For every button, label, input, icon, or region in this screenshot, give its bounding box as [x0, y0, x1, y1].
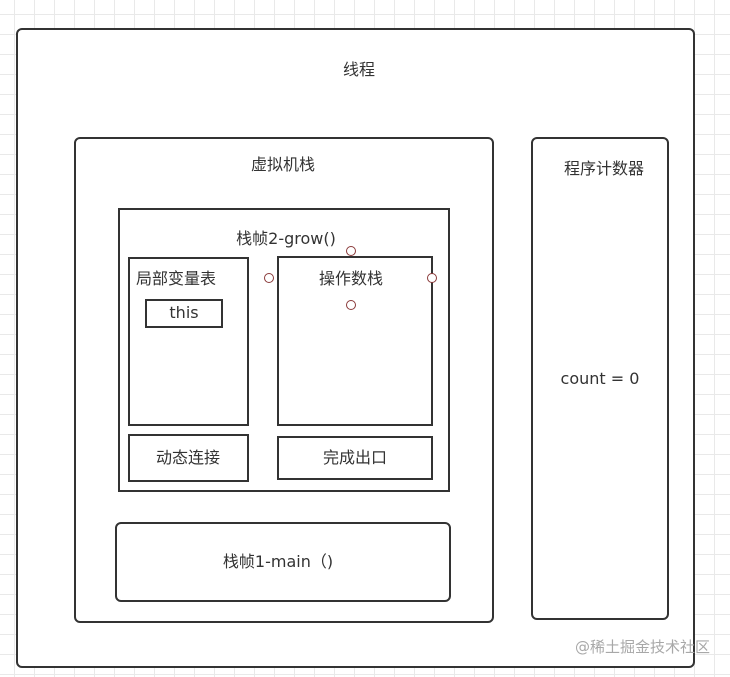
stack-frame-1-label: 栈帧1-main（) [222, 552, 334, 571]
program-counter-title: 程序计数器 [563, 159, 645, 178]
selection-handle-right[interactable] [427, 273, 437, 283]
stack-frame-1-box [115, 522, 451, 602]
selection-handle-center[interactable] [346, 300, 356, 310]
this-variable-box [145, 299, 223, 328]
selection-handle-left[interactable] [264, 273, 274, 283]
program-counter-box [531, 137, 669, 620]
stack-frame-2-title: 栈帧2-grow() [236, 229, 336, 248]
return-address-label: 完成出口 [322, 448, 388, 467]
dynamic-link-box [128, 434, 249, 482]
local-variable-table-title: 局部变量表 [136, 269, 217, 288]
thread-title: 线程 [342, 60, 376, 79]
operand-stack-box [277, 256, 433, 426]
selection-handle-top[interactable] [346, 246, 356, 256]
operand-stack-title: 操作数栈 [318, 269, 384, 288]
this-variable-label: this [169, 303, 199, 322]
dynamic-link-label: 动态连接 [155, 448, 221, 467]
watermark: @稀土掘金技术社区 [574, 638, 710, 656]
local-variable-table-box [128, 257, 249, 426]
program-counter-value: count = 0 [560, 369, 640, 388]
jvm-stack-title: 虚拟机栈 [250, 155, 316, 174]
return-address-box [277, 436, 433, 480]
